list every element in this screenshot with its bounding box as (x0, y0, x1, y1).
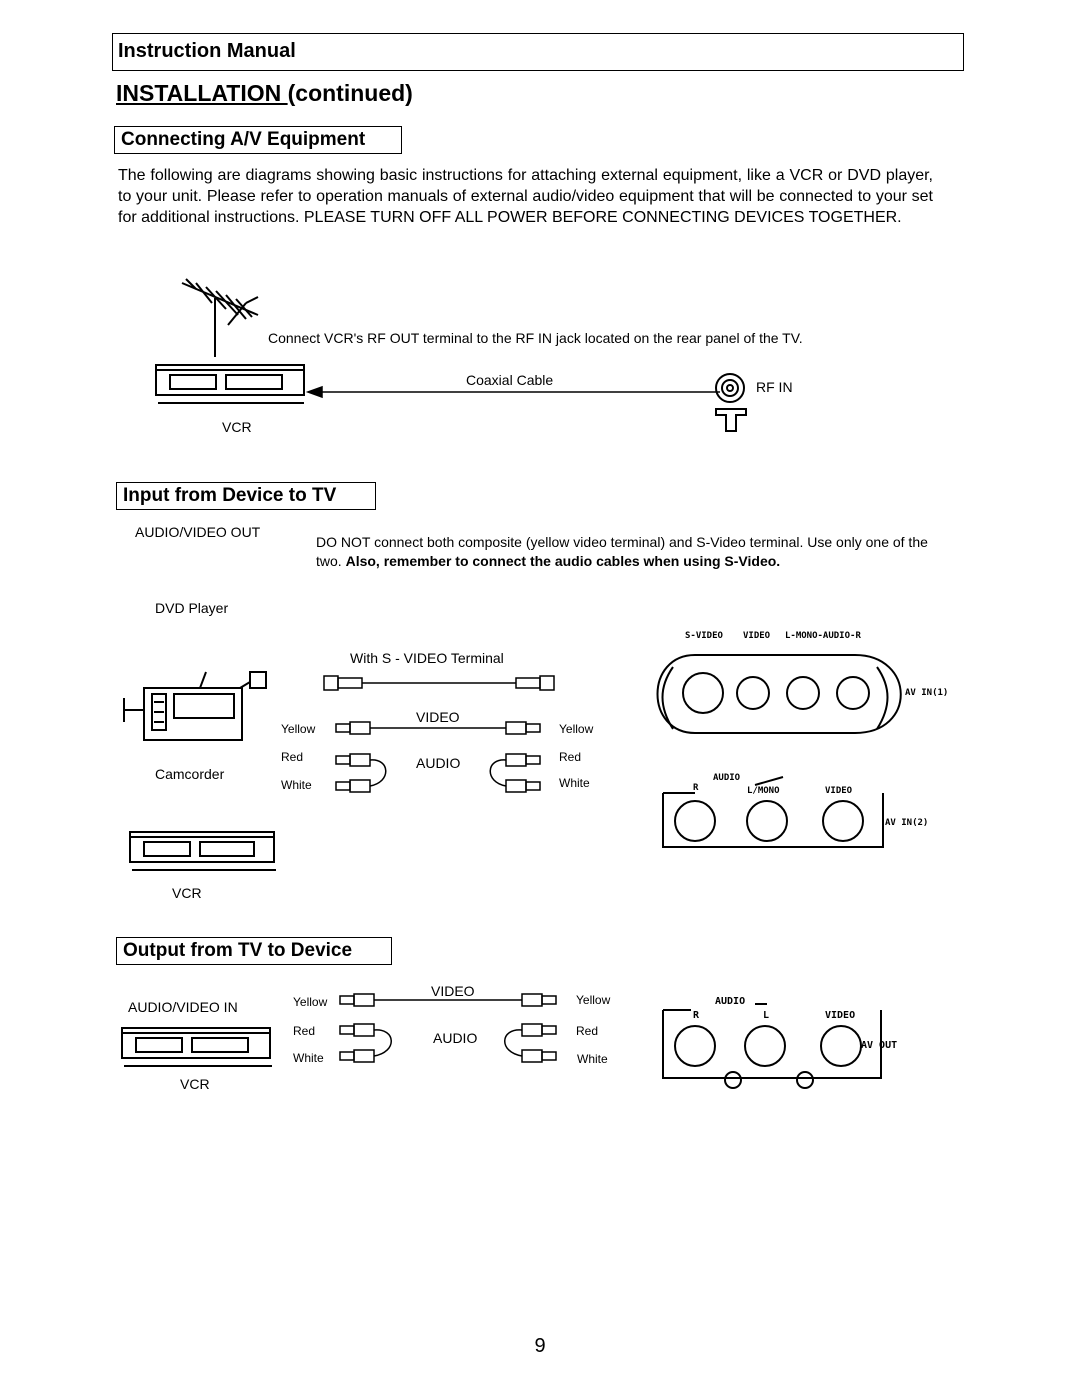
av-in-label: AUDIO/VIDEO IN (128, 999, 238, 1015)
manual-title: Instruction Manual (118, 40, 296, 62)
input-video-label: VIDEO (416, 709, 460, 725)
note-bold: Also, remember to connect the audio cabl… (345, 553, 781, 569)
output-white-left: White (293, 1051, 324, 1065)
rf-instruction: Connect VCR's RF OUT terminal to the RF … (268, 330, 803, 346)
out-panel-side-label: AV OUT (861, 1040, 897, 1051)
output-yellow-right: Yellow (576, 993, 611, 1007)
heading-suffix: (continued) (287, 80, 413, 106)
page-number: 9 (534, 1335, 546, 1357)
output-white-right: White (577, 1052, 608, 1066)
dvd-player-label: DVD Player (155, 600, 229, 616)
coaxial-cable (305, 385, 720, 399)
out-panel-label-video: VIDEO (825, 1010, 855, 1021)
av-in-2-panel (662, 776, 884, 848)
input-white-left: White (281, 778, 312, 792)
output-audio-cables (339, 1023, 557, 1063)
vcr-label-input: VCR (172, 885, 202, 901)
output-yellow-left: Yellow (293, 995, 328, 1009)
input-devices-diagram (123, 671, 276, 871)
output-vcr-icon (121, 1027, 272, 1067)
av-out-label: AUDIO/VIDEO OUT (135, 524, 261, 540)
vcr-icon-input (129, 831, 276, 871)
panel2-side-label: AV IN(2) (885, 818, 928, 828)
panel1-side-label: AV IN(1) (905, 688, 948, 698)
note-plain: DO NOT connect both composite (yellow vi… (316, 534, 928, 569)
input-white-right: White (559, 776, 590, 790)
vcr-label-output: VCR (180, 1076, 210, 1092)
rf-in-jack-icon (715, 373, 747, 432)
section-title-connecting: Connecting A/V Equipment (114, 126, 402, 154)
panel2-label-r: R (693, 783, 699, 793)
input-red-right: Red (559, 750, 582, 764)
intro-paragraph: The following are diagrams showing basic… (118, 167, 933, 226)
heading-main: INSTALLATION (116, 80, 288, 106)
input-cables-diagram (323, 675, 555, 793)
camcorder-label: Camcorder (155, 766, 225, 782)
coaxial-cable-label: Coaxial Cable (466, 372, 554, 388)
audio-cable-red-white (335, 753, 541, 793)
vcr-label: VCR (222, 419, 252, 435)
panel2-label-audio: AUDIO (713, 773, 741, 783)
out-panel-label-audio: AUDIO (715, 996, 745, 1007)
antenna-vcr-diagram (155, 278, 747, 432)
section-title-output: Output from TV to Device (116, 937, 392, 965)
input-red-left: Red (281, 750, 304, 764)
out-panel-label-l: L (763, 1010, 769, 1021)
input-yellow-left: Yellow (281, 722, 316, 736)
tv-av-in-panels: S-VIDEO VIDEO L-MONO-AUDIO-R AV IN(1) R … (656, 631, 948, 848)
rf-in-label: RF IN (756, 379, 793, 395)
output-video-label: VIDEO (431, 983, 475, 999)
panel1-label-svideo: S-VIDEO (685, 631, 724, 641)
camcorder-icon (123, 671, 267, 741)
output-red-left: Red (293, 1024, 316, 1038)
panel2-label-lmono: L/MONO (747, 786, 780, 796)
tv-av-out-panel: AUDIO R L VIDEO AV OUT (662, 996, 897, 1089)
output-red-right: Red (576, 1024, 599, 1038)
antenna-icon (181, 278, 259, 357)
section-title-input: Input from Device to TV (116, 482, 376, 510)
svideo-cable (323, 675, 555, 691)
av-in-1-panel (656, 654, 902, 734)
panel1-label-video: VIDEO (743, 631, 771, 641)
input-yellow-right: Yellow (559, 722, 594, 736)
vcr-icon (155, 364, 305, 404)
out-panel-label-r: R (693, 1010, 700, 1021)
panel1-label-audio: L-MONO-AUDIO-R (785, 631, 861, 641)
input-audio-label: AUDIO (416, 755, 461, 771)
svideo-terminal-label: With S - VIDEO Terminal (350, 650, 504, 666)
header-box (112, 33, 964, 71)
svideo-note: DO NOT connect both composite (yellow vi… (316, 533, 948, 571)
output-video-cable (339, 993, 557, 1007)
video-cable-yellow (335, 721, 541, 735)
panel2-label-video: VIDEO (825, 786, 853, 796)
output-cables-diagram (339, 993, 557, 1063)
page-heading: INSTALLATION (continued) (116, 80, 413, 107)
output-audio-label: AUDIO (433, 1030, 478, 1046)
